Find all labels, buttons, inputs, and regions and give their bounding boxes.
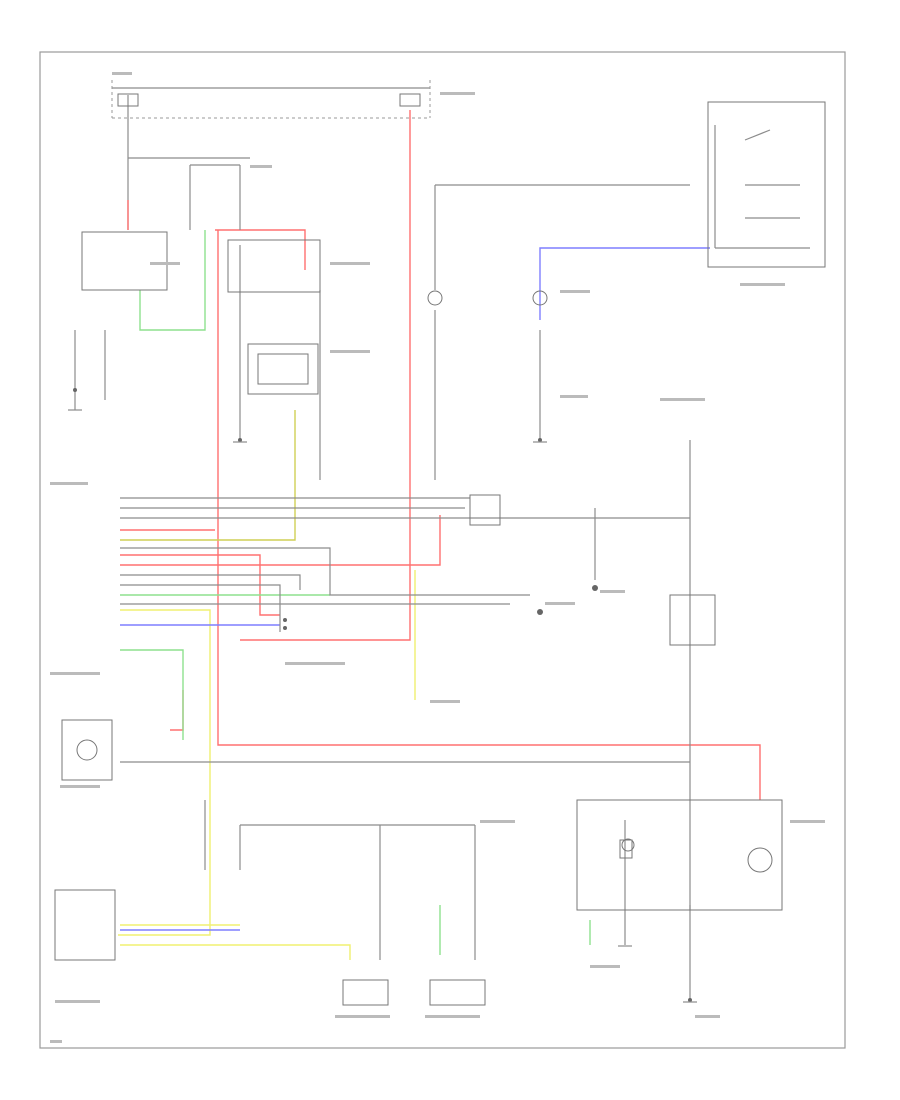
relay-box-center: [227, 239, 321, 293]
control-unit-center: [247, 343, 319, 395]
bulb-bottom-right: [621, 838, 635, 852]
blue-wires: [120, 247, 710, 931]
switch-box-right: [669, 594, 716, 646]
relay-box-left: [81, 231, 168, 291]
sensor-right: [429, 979, 486, 1006]
bulb-center: [427, 290, 443, 306]
module-box-bottom-left: [54, 889, 116, 961]
module-box-bottom-right: [576, 799, 783, 911]
green-wires: [120, 230, 591, 955]
ground-marks: [68, 409, 697, 1003]
diagram-frame: [39, 51, 846, 1049]
top-fuse-circuit: [111, 80, 431, 230]
connector-dots: [73, 388, 692, 1002]
red-feed-wires: [120, 110, 761, 800]
switch-box-top-right: [707, 101, 826, 268]
bulb-right: [532, 290, 548, 306]
component-boxes: [54, 101, 826, 1006]
gray-bus-lines: [74, 164, 691, 1000]
illegible-label-marks: [50, 72, 825, 1043]
sensor-left: [342, 979, 389, 1006]
control-unit-left: [61, 719, 113, 781]
diode-block: [469, 494, 501, 526]
yellow-wires: [118, 410, 416, 960]
